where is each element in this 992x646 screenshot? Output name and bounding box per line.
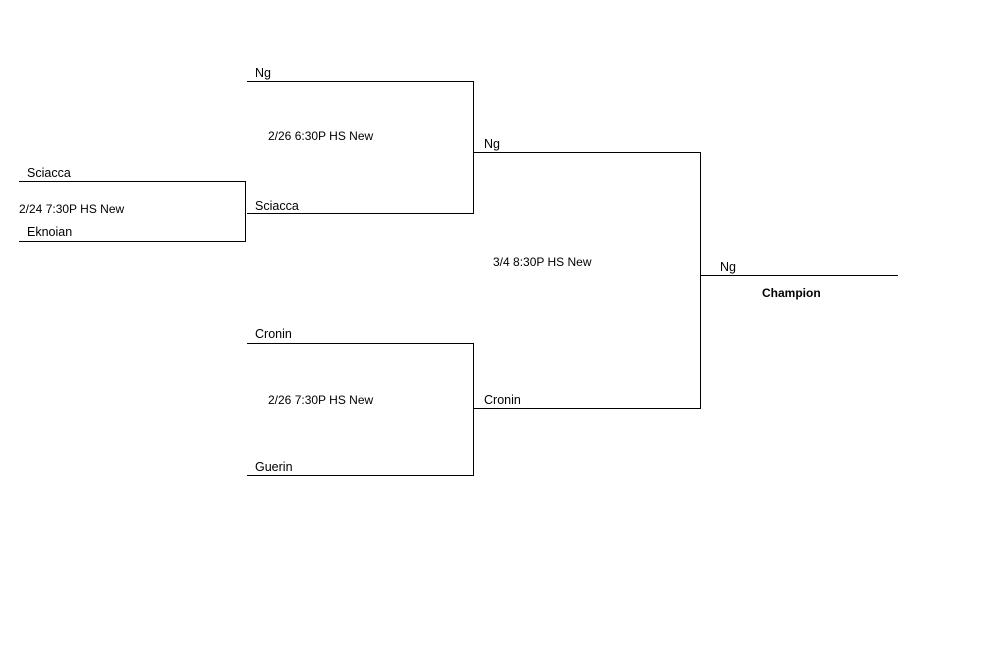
r2g2-bottom-line	[247, 475, 474, 476]
r2g2-schedule: 2/26 7:30P HS New	[268, 393, 374, 407]
r2g1-top-team: Ng	[255, 66, 271, 80]
champion-line	[701, 275, 898, 276]
final-top-line	[474, 152, 701, 153]
final-bottom-line	[474, 408, 701, 409]
r1-top-line	[19, 181, 246, 182]
r2g2-top-line	[247, 343, 474, 344]
champion-label: Champion	[762, 286, 821, 300]
r2g2-top-team: Cronin	[255, 327, 292, 341]
final-top-team: Ng	[484, 137, 500, 151]
r2g1-top-line	[247, 81, 474, 82]
r2g2-bottom-team: Guerin	[255, 460, 293, 474]
r1-schedule: 2/24 7:30P HS New	[19, 202, 125, 216]
r2g2-connector	[473, 343, 474, 476]
r1-bottom-line	[19, 241, 246, 242]
final-bottom-team: Cronin	[484, 393, 521, 407]
final-connector	[700, 152, 701, 409]
final-schedule: 3/4 8:30P HS New	[493, 255, 592, 269]
r2g1-bottom-line	[247, 213, 474, 214]
champion-name: Ng	[720, 260, 736, 274]
r1-top-team: Sciacca	[27, 166, 71, 180]
r2g1-schedule: 2/26 6:30P HS New	[268, 129, 374, 143]
r1-bottom-team: Eknoian	[27, 225, 73, 239]
r2g1-bottom-team: Sciacca	[255, 199, 299, 213]
r2g1-connector	[473, 81, 474, 214]
r1-connector	[245, 181, 246, 242]
